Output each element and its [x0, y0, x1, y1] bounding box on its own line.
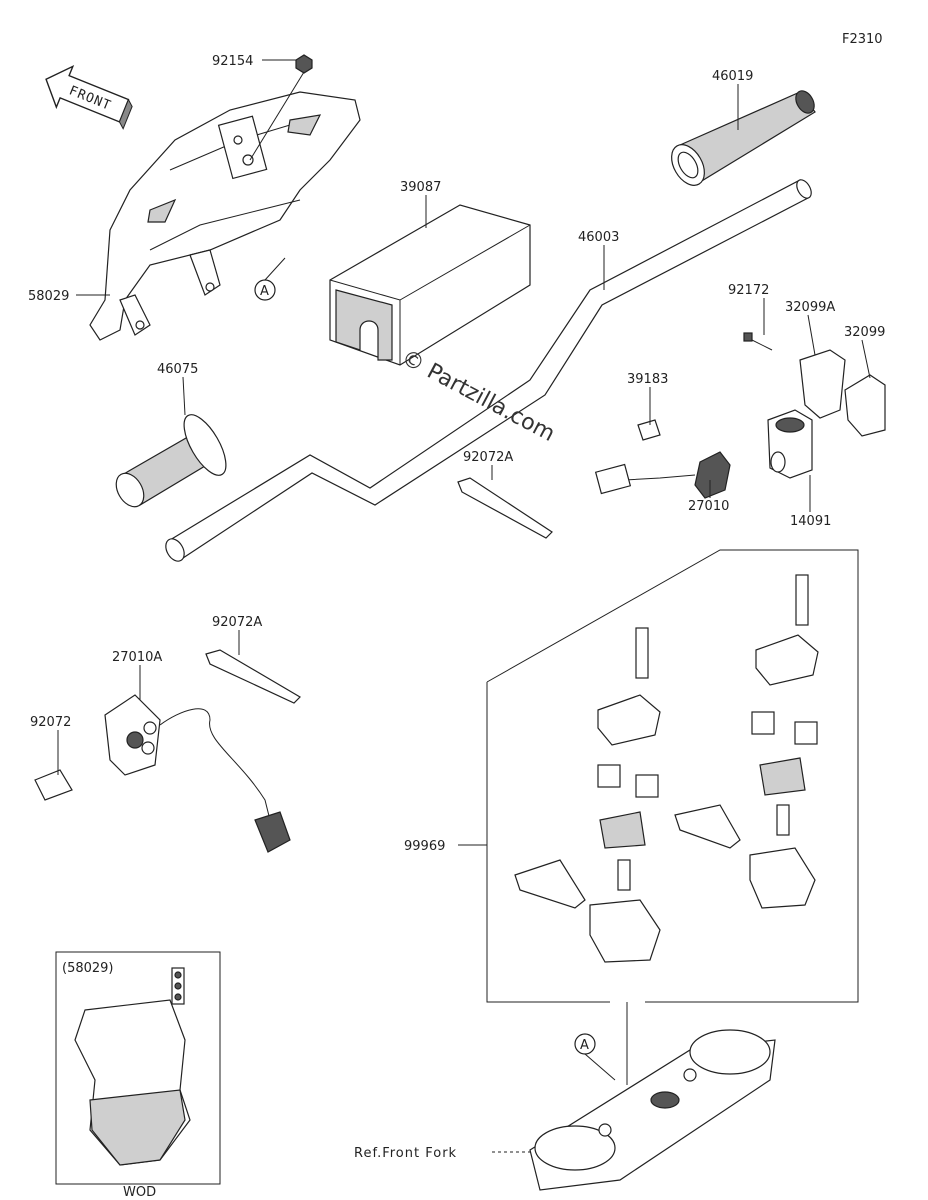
part-label: 92072	[30, 715, 71, 730]
clamp-drawing	[743, 332, 886, 479]
svg-text:A: A	[580, 1038, 589, 1053]
callout-a-lower: A	[574, 1033, 616, 1081]
handlebar-drawing	[165, 179, 812, 562]
callout-a-upper: A	[254, 257, 286, 301]
part-label: 99969	[404, 839, 445, 854]
part-label: 92172	[728, 283, 769, 298]
front-arrow-icon: FRONT	[45, 64, 133, 130]
inset-caption: WOD	[123, 1185, 156, 1200]
bar-pad-drawing	[329, 204, 531, 366]
part-label: 46019	[712, 69, 753, 84]
part-label: 27010A	[112, 650, 162, 665]
leader-lines	[57, 59, 871, 1085]
part-label: 32099A	[785, 300, 835, 315]
switch-27010a-drawing	[104, 694, 291, 853]
part-label: 92154	[212, 54, 253, 69]
cable-tie-top-drawing	[457, 477, 553, 539]
cable-tie-left-drawing	[205, 649, 301, 704]
kit-99969-frame	[486, 549, 859, 1003]
triple-clamp-drawing	[529, 1029, 776, 1191]
part-label: 58029	[28, 289, 69, 304]
part-label: 39087	[400, 180, 441, 195]
inset-wod-box: (58029) WOD	[55, 951, 221, 1200]
grip-46019-drawing	[671, 90, 816, 186]
part-label: 39183	[627, 372, 668, 387]
number-plate-drawing	[89, 91, 361, 341]
diagram-code: F2310	[842, 32, 883, 47]
part-label: 32099	[844, 325, 885, 340]
clip-92072-drawing	[34, 769, 73, 801]
part-label: 92072A	[463, 450, 513, 465]
ref-front-fork-label: Ref.Front Fork	[354, 1146, 457, 1161]
part-label: 14091	[790, 514, 831, 529]
inset-label: (58029)	[62, 961, 114, 976]
part-label: 27010	[688, 499, 729, 514]
svg-text:A: A	[260, 284, 269, 299]
grip-46075-drawing	[115, 414, 227, 508]
part-label: 46075	[157, 362, 198, 377]
switch-27010-drawing	[594, 419, 731, 499]
kit-99969-parts	[514, 574, 819, 963]
nut-92154-drawing	[295, 54, 313, 74]
part-label: 92072A	[212, 615, 262, 630]
part-label: 46003	[578, 230, 619, 245]
